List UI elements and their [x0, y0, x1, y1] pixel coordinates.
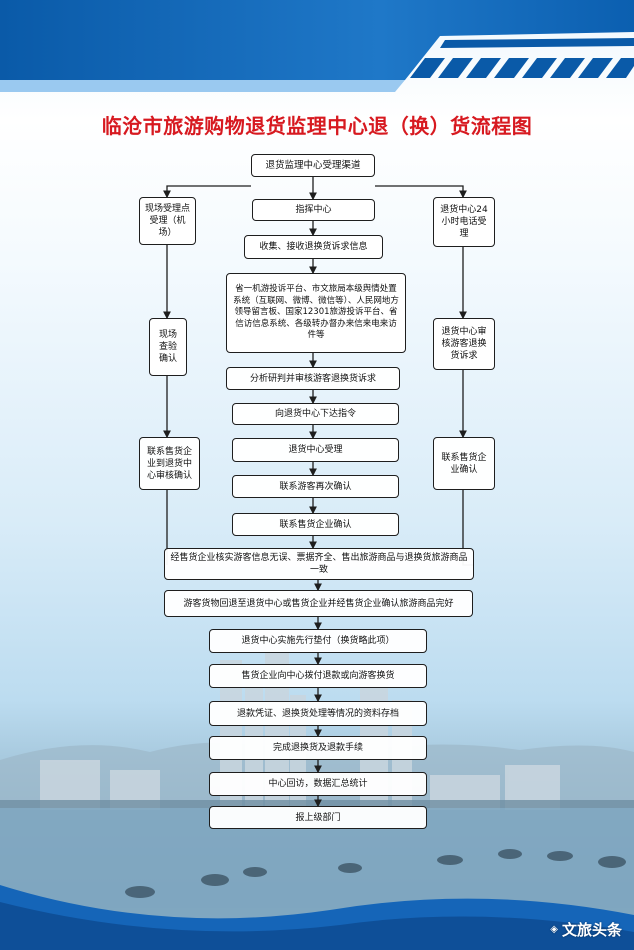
goods-return-box: 游客货物回退至退货中心或售货企业并经售货企业确认旅游商品完好	[164, 590, 473, 617]
followup-statistics-box: 中心回访，数据汇总统计	[209, 772, 427, 796]
left-onsite-check-box: 现场查验确认	[149, 318, 187, 376]
watermark: ◈ 文旅头条	[550, 919, 622, 940]
complaint-sources-box: 省一机游投诉平台、市文旅局本级舆情处置系统（互联网、微博、微信等）、人民网地方领…	[226, 273, 406, 353]
command-center-box: 指挥中心	[252, 199, 375, 221]
advance-payment-box: 退货中心实施先行垫付（换货略此项）	[209, 629, 427, 653]
center-accept-box: 退货中心受理	[232, 438, 399, 462]
analyze-review-box: 分析研判并审核游客退换货诉求	[226, 367, 400, 390]
root-channel-box: 退货监理中心受理渠道	[251, 154, 375, 177]
report-superior-box: 报上级部门	[209, 806, 427, 829]
seller-verify-merge-box: 经售货企业核实游客信息无误、票据齐全、售出旅游商品与退换货旅游商品一致	[164, 548, 474, 580]
refund-exchange-box: 售货企业向中心拨付退款或向游客换货	[209, 664, 427, 688]
watermark-text: 文旅头条	[561, 921, 622, 939]
right-review-request-box: 退货中心审核游客退换货诉求	[433, 318, 495, 370]
archive-records-box: 退款凭证、退换货处理等情况的资料存档	[209, 701, 427, 726]
collect-requests-box: 收集、接收退换货诉求信息	[244, 235, 383, 259]
left-onsite-intake-box: 现场受理点受理（机场）	[139, 197, 196, 245]
kit-logo-icon: ◈	[550, 924, 558, 935]
issue-instruction-box: 向退货中心下达指令	[232, 403, 399, 425]
reconfirm-tourist-box: 联系游客再次确认	[232, 475, 399, 498]
page-title: 临沧市旅游购物退货监理中心退（换）货流程图	[101, 114, 533, 138]
confirm-seller-box: 联系售货企业确认	[232, 513, 399, 536]
right-contact-seller-box: 联系售货企业确认	[433, 437, 495, 490]
left-contact-seller-box: 联系售货企业到退货中心审核确认	[139, 437, 200, 490]
right-hotline-box: 退货中心24小时电话受理	[433, 197, 495, 247]
header-band	[0, 0, 634, 92]
complete-procedures-box: 完成退换货及退款手续	[209, 736, 427, 760]
